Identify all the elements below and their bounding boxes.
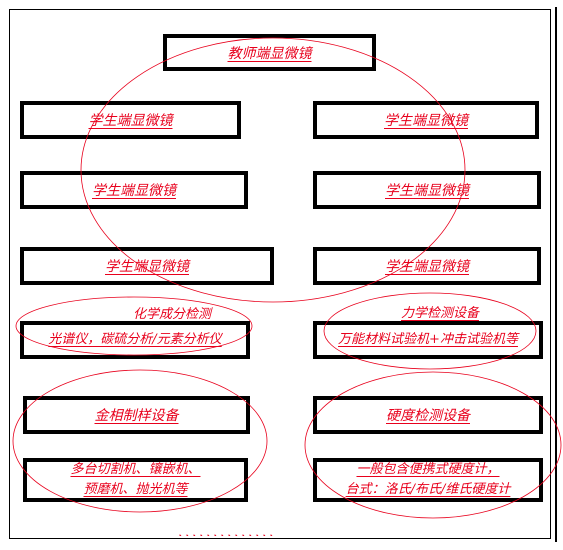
student-microscope-label: 学生端显微镜 xyxy=(105,259,189,275)
hardness-detail-line-2: 台式：洛氏/布氏/维氏硬度计 xyxy=(345,482,511,497)
metallographic-ellipse xyxy=(12,369,268,513)
hardness-ellipse xyxy=(304,371,562,519)
mechanical-heading: 力学检测设备 xyxy=(400,306,479,321)
student-microscope-box-4: 学生端显微镜 xyxy=(313,171,541,209)
teacher-microscope-box: 教师端显微镜 xyxy=(163,34,376,71)
student-microscope-box-1: 学生端显微镜 xyxy=(20,101,241,139)
student-microscope-label: 学生端显微镜 xyxy=(92,183,176,199)
hardness-box: 硬度检测设备 xyxy=(313,396,543,434)
student-microscope-label: 学生端显微镜 xyxy=(385,183,469,199)
hardness-label: 硬度检测设备 xyxy=(386,408,470,424)
mechanical-testing-label: 万能材料试验机+冲击试验机等 xyxy=(338,332,518,347)
chemical-analysis-label: 光谱仪，碳硫分析/元素分析仪 xyxy=(48,332,222,347)
chemical-heading: 化学成分检测 xyxy=(132,307,211,322)
hardness-detail-box: 一般包含便携式硬度计， 台式：洛氏/布氏/维氏硬度计 xyxy=(313,458,543,502)
right-edge-line xyxy=(555,7,557,542)
student-microscope-box-5: 学生端显微镜 xyxy=(20,247,274,285)
microscope-group-ellipse xyxy=(80,37,466,303)
hardness-detail-line-1: 一般包含便携式硬度计， xyxy=(356,462,500,477)
teacher-microscope-label: 教师端显微镜 xyxy=(227,45,312,62)
mechanical-testing-box: 万能材料试验机+冲击试验机等 xyxy=(313,321,543,359)
chemical-ellipse xyxy=(15,296,253,356)
student-microscope-label: 学生端显微镜 xyxy=(88,113,173,129)
metallographic-box: 金相制样设备 xyxy=(23,396,250,434)
metallographic-label: 金相制样设备 xyxy=(94,408,179,424)
page-frame xyxy=(9,9,551,539)
student-microscope-label: 学生端显微镜 xyxy=(384,113,468,129)
student-microscope-box-2: 学生端显微镜 xyxy=(313,101,539,139)
student-microscope-box-3: 学生端显微镜 xyxy=(20,171,248,209)
cutting-equipment-line-2: 预磨机、抛光机等 xyxy=(83,482,188,497)
chemical-analysis-box: 光谱仪，碳硫分析/元素分析仪 xyxy=(20,321,250,359)
cutting-equipment-line-1: 多台切割机、镶嵌机、 xyxy=(70,462,201,477)
mechanical-ellipse xyxy=(323,292,537,370)
student-microscope-label: 学生端显微镜 xyxy=(385,259,469,275)
bottom-marks: 、、、、、、、、、、、、、、 xyxy=(178,526,283,536)
